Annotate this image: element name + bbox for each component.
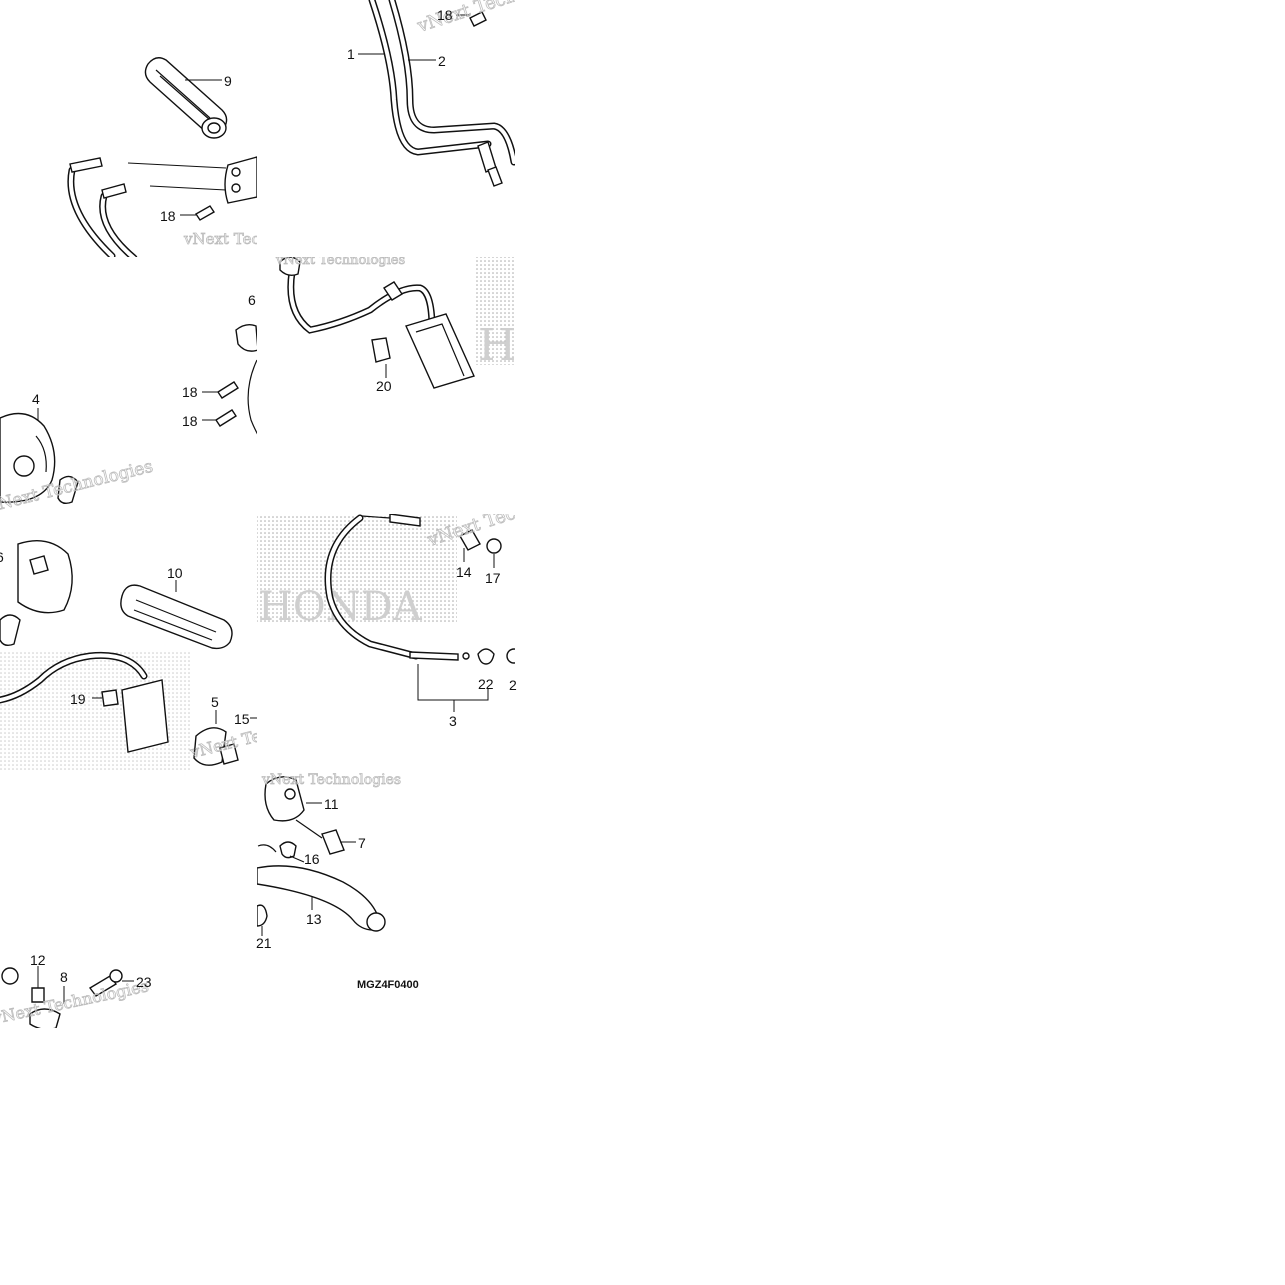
watermark-7: vNext Technologies [0, 976, 150, 1028]
callout-6: 6 [248, 292, 256, 308]
lever-bracket-11 [264, 776, 305, 822]
callout-11: 11 [324, 796, 339, 812]
hand-grip-10 [120, 584, 233, 650]
bolt-18-a [195, 205, 215, 221]
watermark-6: vNext Technologies [424, 476, 602, 552]
tile-throttle-cables: vNext Technologies [358, 0, 515, 187]
lock-5 [193, 727, 227, 766]
tile-throttle-grip: FR. vNext Technologies [67, 57, 333, 257]
callout-16: 16 [304, 851, 320, 867]
callout-5: 5 [211, 694, 219, 710]
tile-left-switch: vNext Technologies [0, 323, 257, 514]
front-direction-arrow: FR. [266, 177, 314, 217]
bolt-18-top [469, 11, 487, 27]
clamp-6 [235, 323, 257, 352]
brand-watermark-1: HONDA [478, 320, 659, 371]
switch-housing [17, 540, 73, 614]
callout-18-a: 18 [160, 208, 176, 224]
callout-9: 9 [224, 73, 232, 89]
tile-lever-bracket: vNext Technologies [0, 966, 151, 1028]
callout-8: 8 [60, 969, 68, 985]
tile-right-switch: vNext Technologies [0, 540, 257, 771]
front-label: FR. [288, 177, 315, 200]
callout-switch: 6 [0, 549, 4, 565]
callout-18-top: 18 [437, 7, 453, 23]
tile-harness-right: HONDA vNext Technologies [275, 253, 659, 389]
watermark-4: vNext Technologies [275, 253, 405, 268]
callout-19: 19 [70, 691, 86, 707]
watermark-8: vNext Technologies [261, 772, 401, 788]
adjuster-14 [459, 529, 481, 551]
throttle-grip-part [144, 57, 228, 139]
clip-20 [371, 337, 391, 363]
washer-12 [31, 987, 45, 1003]
callout-18-c: 18 [182, 413, 198, 429]
nut-21 [257, 904, 268, 927]
bushing-16 [279, 841, 297, 859]
callout-21: 21 [256, 935, 272, 951]
nut-22 [477, 648, 495, 665]
callout-15: 15 [234, 711, 250, 727]
bolt-18-b [217, 381, 239, 399]
callout-13: 13 [306, 911, 322, 927]
callout-10: 10 [167, 565, 183, 581]
watermark-1: vNext Technologies [183, 230, 333, 248]
bolt-23 [88, 975, 118, 997]
callout-4: 4 [32, 391, 40, 407]
callout-23: 23 [136, 974, 152, 990]
callout-17: 17 [485, 570, 501, 586]
connector-block [405, 313, 475, 389]
callout-18-b: 18 [182, 384, 198, 400]
tile-clutch-lever: vNext Technologies [257, 772, 401, 936]
bolt-18-c [215, 409, 237, 427]
callout-3: 3 [449, 713, 457, 729]
callout-7: 7 [358, 835, 366, 851]
nut-17 [486, 538, 502, 554]
throttle-housing [224, 156, 257, 204]
callout-2: 2 [438, 53, 446, 69]
figure-code: MGZ4F0400 [357, 979, 419, 991]
harness-cable [287, 268, 436, 334]
switch-connector [121, 679, 169, 753]
callout-22: 22 [478, 676, 494, 692]
pin-7 [321, 829, 345, 855]
clip-19 [101, 689, 119, 707]
callout-12: 12 [30, 952, 46, 968]
callout-1: 1 [347, 46, 355, 62]
callout-20: 20 [376, 378, 392, 394]
callout-14: 14 [456, 564, 472, 580]
callout-2-b: 2 [509, 677, 517, 693]
tile-clutch-cable: HONDA vNext Technologies [257, 476, 602, 712]
